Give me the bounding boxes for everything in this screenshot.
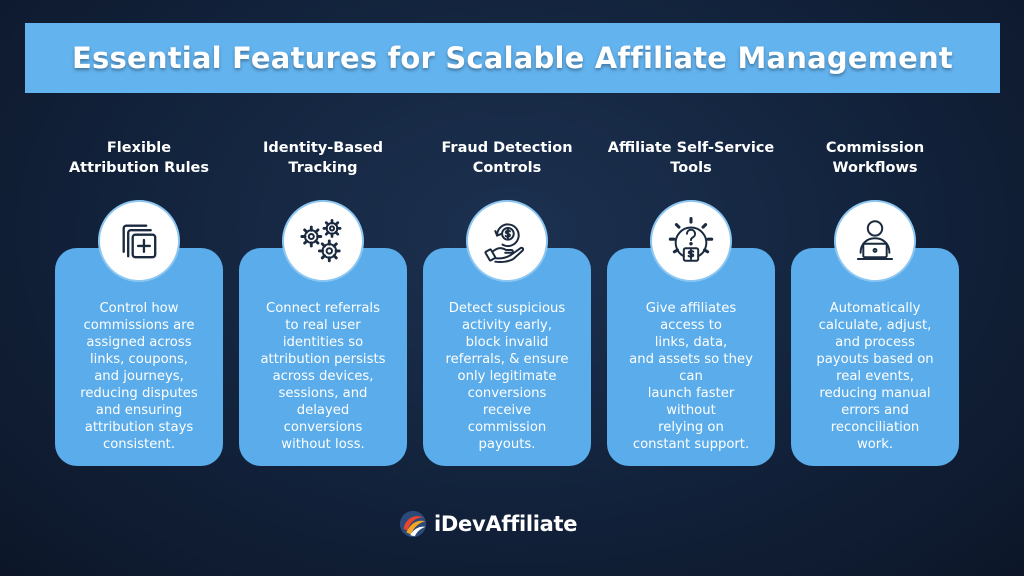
feature-title: Flexible Attribution Rules	[68, 140, 210, 176]
feature-column-workflows: Commission Workflows Automatically calcu…	[791, 0, 959, 576]
feature-description: Detect suspicious activity early, block …	[445, 301, 569, 452]
add-square-icon	[122, 224, 157, 259]
feature-card	[239, 248, 407, 466]
feature-column-attribution: Flexible Attribution Rules Control how c…	[55, 0, 223, 576]
icon-badge	[98, 200, 180, 282]
icon-badge	[834, 200, 916, 282]
feature-column-tracking: Identity-Based Tracking	[239, 0, 407, 576]
feature-description: Connect referrals to real user identitie…	[260, 301, 386, 452]
icon-badge	[282, 200, 364, 282]
feature-card	[423, 248, 591, 466]
feature-card	[55, 248, 223, 466]
feature-column-self-service: Affiliate Self-Service Tools Give affili…	[607, 0, 775, 576]
feature-description: Control how commissions are assigned acr…	[80, 301, 198, 452]
icon-badge	[650, 200, 732, 282]
brand-logo: iDevAffiliate	[398, 508, 578, 540]
feature-card	[791, 248, 959, 466]
feature-column-fraud: Fraud Detection Controls Detect suspicio…	[423, 0, 591, 576]
brand-name: iDevAffiliate	[434, 512, 578, 536]
idev-logo-icon	[398, 509, 428, 539]
page-title: Essential Features for Scalable Affiliat…	[72, 41, 953, 75]
user-laptop-icon	[856, 220, 894, 260]
icon-badge	[466, 200, 548, 282]
title-banner: Essential Features for Scalable Affiliat…	[25, 23, 1000, 93]
gear-money-icon	[668, 216, 714, 262]
feature-title: Commission Workflows	[825, 140, 925, 176]
feature-title: Identity-Based Tracking	[263, 140, 383, 176]
feature-card	[607, 248, 775, 466]
feature-title: Affiliate Self-Service Tools	[607, 140, 775, 176]
gears-icon	[300, 218, 342, 263]
hand-coin-icon	[484, 223, 525, 264]
feature-description: Automatically calculate, adjust, and pro…	[816, 301, 934, 452]
feature-description: Give affiliates access to links, data, a…	[629, 301, 753, 452]
feature-title: Fraud Detection Controls	[441, 140, 573, 176]
